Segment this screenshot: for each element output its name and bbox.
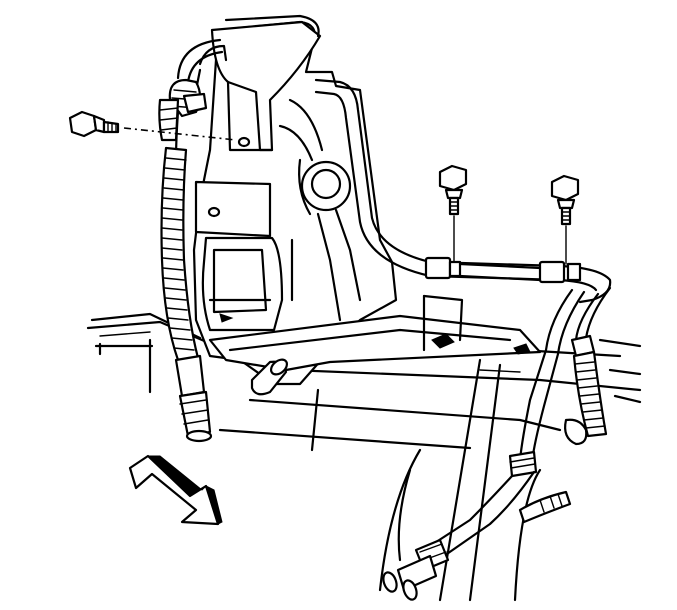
direction-arrow [128, 454, 223, 526]
bracket-bolt [68, 110, 237, 141]
clip-bolt-right [550, 174, 580, 265]
spacer-stud [250, 358, 288, 396]
hose-left [158, 78, 213, 443]
mounting-bracket [192, 14, 542, 386]
hard-lines [176, 38, 612, 464]
hose-right [382, 334, 608, 601]
clip-bolt-left [438, 164, 468, 263]
